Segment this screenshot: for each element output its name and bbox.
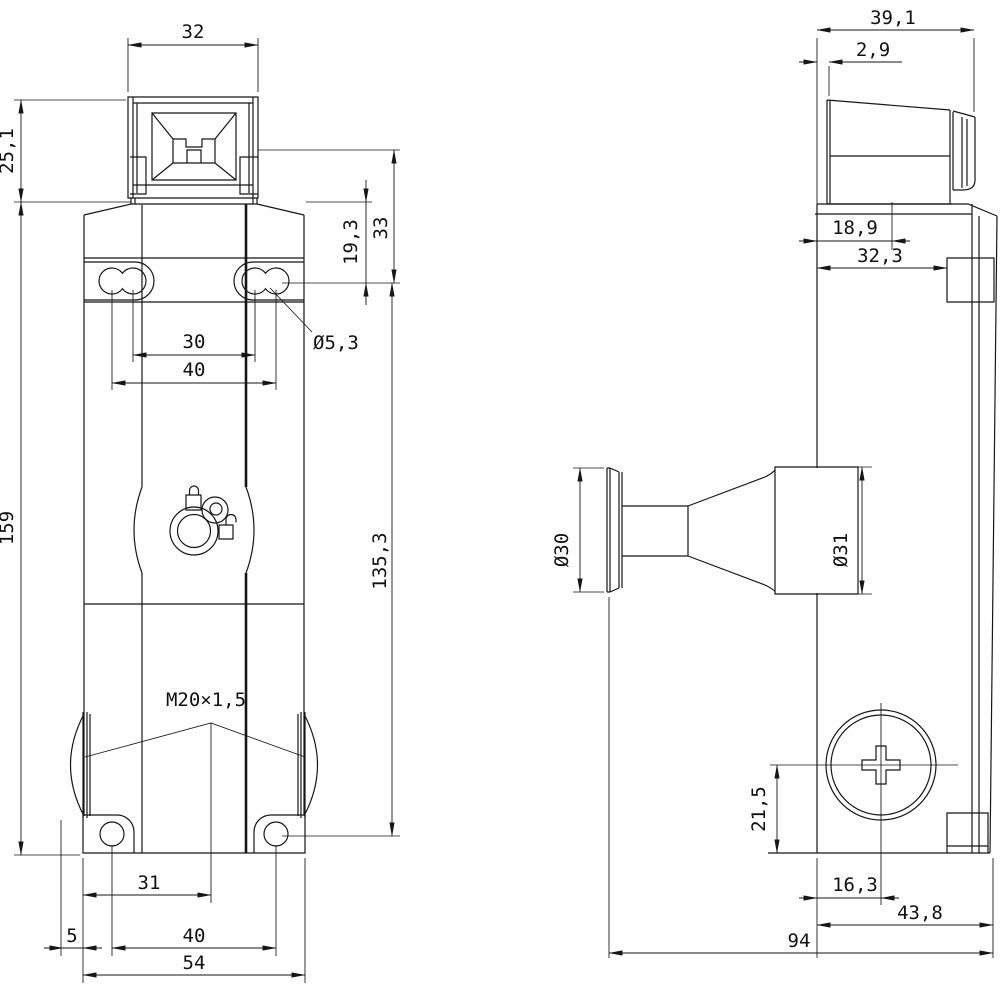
dim-head-width-label: 32 bbox=[182, 21, 205, 43]
release-knob-centerlines bbox=[770, 703, 958, 905]
dim-slot-diameter-label: Ø5,3 bbox=[313, 332, 359, 354]
open-padlock-icon bbox=[218, 513, 237, 540]
gland-thread-label: M20×1,5 bbox=[166, 689, 246, 711]
release-knob-cross-slot bbox=[861, 745, 901, 785]
bottom-hole-left bbox=[99, 821, 125, 847]
dim-base-width-label: 54 bbox=[183, 952, 206, 974]
lock-boss-small-outer bbox=[201, 496, 229, 524]
slot-diameter-leader bbox=[269, 287, 313, 333]
front-extension-lines bbox=[14, 38, 400, 983]
dim-head-depth-label: 39,1 bbox=[870, 7, 916, 29]
front-body-outline bbox=[83, 203, 305, 853]
lock-boss-outer-circle bbox=[169, 506, 219, 556]
cable-gland-right bbox=[297, 712, 318, 818]
dim-head-height-label: 25,1 bbox=[0, 128, 18, 174]
dim-release-height-label: 21,5 bbox=[748, 786, 770, 832]
dim-knob-flange-dia-label: Ø31 bbox=[830, 533, 852, 567]
dim-bracket-depth-label: 32,3 bbox=[857, 245, 903, 267]
lock-boss-small-inner bbox=[209, 502, 223, 516]
closed-padlock-icon bbox=[185, 485, 202, 511]
dim-knob-cap-dia-label: Ø30 bbox=[551, 533, 573, 567]
side-extension-lines bbox=[573, 38, 994, 958]
dim-overall-depth-label: 94 bbox=[788, 930, 811, 952]
lock-boss-ring bbox=[176, 513, 212, 549]
cable-gland-left bbox=[70, 712, 91, 818]
release-knob bbox=[606, 466, 859, 595]
dim-bottom-hole-spacing-label: 40 bbox=[183, 925, 206, 947]
dim-slot-center-depth-label: 18,9 bbox=[832, 217, 878, 239]
front-head-actuator-slot bbox=[151, 112, 237, 181]
dim-bottom-hole-offset-label: 31 bbox=[138, 872, 161, 894]
front-view: 32 25,1 159 33 19,3 30 40 Ø5,3 135,3 M20… bbox=[0, 21, 400, 983]
dim-release-depth-label: 16,3 bbox=[832, 874, 878, 896]
dim-hole-rows-label: 135,3 bbox=[369, 532, 391, 589]
side-mounting-plate bbox=[768, 203, 998, 854]
dim-slot-inner-label: 30 bbox=[183, 331, 206, 353]
dim-gland-protrusion-label: 5 bbox=[66, 925, 77, 947]
lock-indicator-boss bbox=[169, 485, 237, 556]
side-view: 39,1 2,9 18,9 32,3 Ø30 Ø31 21,5 16,3 43,… bbox=[551, 7, 998, 958]
dim-head-setback-label: 2,9 bbox=[856, 39, 890, 61]
front-base-plate bbox=[82, 814, 306, 854]
front-mounting-slots bbox=[98, 267, 290, 295]
front-mounting-slot-bosses bbox=[84, 261, 304, 301]
side-head-outline bbox=[826, 99, 976, 205]
bottom-hole-right bbox=[263, 821, 289, 847]
dim-head-to-holes-label: 33 bbox=[370, 217, 392, 240]
dim-housing-depth-label: 43,8 bbox=[897, 902, 943, 924]
dim-hole-offset-label: 19,3 bbox=[340, 219, 362, 265]
dim-slot-outer-label: 40 bbox=[183, 359, 206, 381]
dim-total-height-label: 159 bbox=[0, 511, 18, 545]
front-head-outline bbox=[127, 96, 259, 204]
gland-thread-leader bbox=[84, 722, 306, 758]
